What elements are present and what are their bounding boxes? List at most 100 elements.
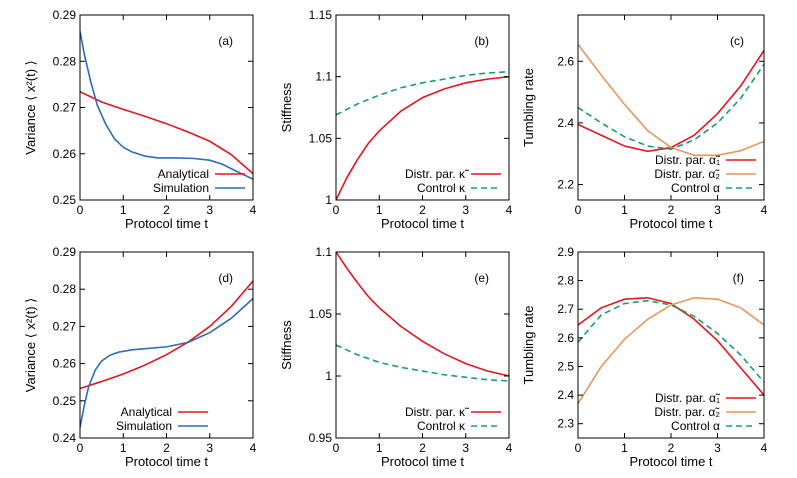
y-tick-label: 1.1 [315,245,332,259]
y-tick-label: 0.27 [53,101,77,115]
x-tick-label: 2 [419,441,426,455]
series-line-0 [336,252,509,377]
y-axis-label: Tumbling rate [521,306,536,385]
legend-label: Distr. par. κ̃ [405,405,470,419]
legend-label: Distr. par. α̃₂ [654,167,720,181]
series-line-1 [80,297,253,428]
legend-label: Simulation [153,181,209,195]
x-tick-label: 0 [77,441,84,455]
x-tick-label: 0 [333,441,340,455]
y-tick-label: 2.7 [557,302,574,316]
x-tick-label: 0 [333,203,340,217]
y-tick-label: 2.4 [557,388,574,402]
series-line-2 [578,63,764,150]
panel-label: (d) [218,271,233,285]
x-axis-label: Protocol time t [629,216,712,231]
legend-label: Analytical [158,167,209,181]
legend-label: Control κ [417,419,466,433]
y-tick-label: 0.29 [53,245,77,259]
series-line-1 [336,344,509,382]
x-axis-label: Protocol time t [125,454,208,469]
panel-label: (f) [733,271,744,285]
y-tick-label: 1 [325,369,332,383]
legend-label: Simulation [116,419,172,433]
legend-label: Distr. par. α̃₁ [655,391,721,405]
x-tick-label: 3 [714,203,721,217]
y-tick-label: 1.15 [309,8,333,22]
x-tick-label: 3 [462,203,469,217]
y-tick-label: 0.29 [53,8,77,22]
x-tick-label: 4 [506,441,513,455]
series-line-0 [80,280,253,390]
y-axis-label: Stiffness [279,82,294,132]
y-tick-label: 2.8 [557,274,574,288]
legend-label: Control α [671,181,720,195]
series-line-1 [80,31,253,180]
y-tick-label: 0.26 [53,357,77,371]
y-tick-label: 0.26 [53,147,77,161]
panel-label: (e) [474,271,489,285]
y-tick-label: 1 [325,193,332,207]
x-tick-label: 0 [575,441,582,455]
y-tick-label: 2.3 [557,417,574,431]
y-tick-label: 1.05 [309,131,333,145]
x-tick-label: 3 [462,441,469,455]
y-tick-label: 2.6 [557,54,574,68]
y-tick-label: 0.25 [53,394,77,408]
x-axis-label: Protocol time t [381,454,464,469]
x-axis-label: Protocol time t [629,454,712,469]
x-tick-label: 2 [163,441,170,455]
y-axis-label: Stiffness [279,320,294,370]
x-tick-label: 2 [668,441,675,455]
y-tick-label: 2.2 [557,178,574,192]
y-tick-label: 2.9 [557,245,574,259]
x-tick-label: 0 [575,203,582,217]
y-axis-label: Variance ⟨ x²(t) ⟩ [23,298,38,392]
legend-label: Control κ [417,181,466,195]
x-tick-label: 1 [376,203,383,217]
x-tick-label: 0 [77,203,84,217]
x-tick-label: 4 [506,203,513,217]
x-tick-label: 1 [621,441,628,455]
y-tick-label: 2.4 [557,116,574,130]
legend-label: Control α [671,419,720,433]
series-line-0 [336,75,509,200]
x-axis-label: Protocol time t [381,216,464,231]
x-tick-label: 1 [621,203,628,217]
panel-label: (c) [730,34,744,48]
x-tick-label: 3 [206,203,213,217]
series-line-0 [578,50,764,153]
panel-label: (a) [218,34,233,48]
panel-label: (b) [474,34,489,48]
y-axis-label: Tumbling rate [521,68,536,147]
series-line-0 [80,91,253,175]
x-tick-label: 4 [761,441,768,455]
series-line-2 [578,299,764,383]
x-tick-label: 3 [206,441,213,455]
y-tick-label: 0.24 [53,431,77,445]
series-line-0 [578,296,764,396]
legend-label: Distr. par. α̃₁ [655,153,721,167]
y-tick-label: 2.5 [557,359,574,373]
x-tick-label: 2 [419,203,426,217]
y-tick-label: 0.95 [309,431,333,445]
y-tick-label: 2.6 [557,331,574,345]
x-tick-label: 1 [120,441,127,455]
x-axis-label: Protocol time t [125,216,208,231]
legend-label: Distr. par. α̃₂ [654,405,720,419]
series-line-1 [578,296,764,405]
series-line-1 [336,70,509,116]
y-tick-label: 0.28 [53,54,77,68]
y-axis-label: Variance ⟨ x²(t) ⟩ [23,60,38,154]
x-tick-label: 2 [668,203,675,217]
x-tick-label: 4 [250,441,257,455]
series-line-1 [578,43,764,157]
x-tick-label: 2 [163,203,170,217]
